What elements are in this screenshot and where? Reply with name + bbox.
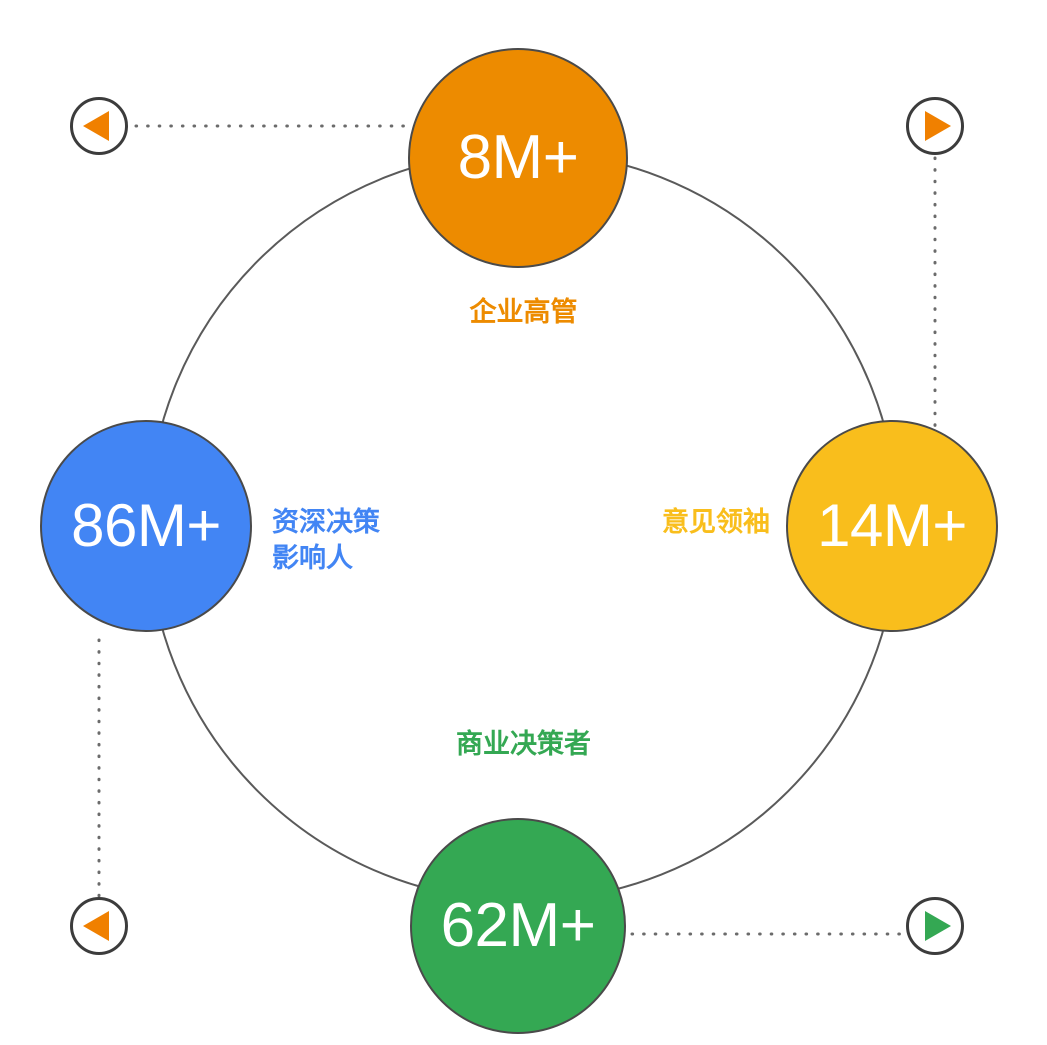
segment-bubble-opinion-leaders[interactable]: 14M+	[786, 420, 998, 632]
segment-value-business-decision-makers: 62M+	[440, 891, 596, 960]
segment-label-opinion-leaders: 意见领袖	[662, 507, 770, 537]
arrow-marker-top-left[interactable]	[70, 97, 128, 155]
segment-value-opinion-leaders: 14M+	[817, 492, 967, 559]
play-left-icon	[83, 111, 109, 141]
segment-label-executives: 企业高管	[469, 297, 578, 327]
play-left-icon	[83, 911, 109, 941]
segment-bubble-executives[interactable]: 8M+	[408, 48, 628, 268]
segment-bubble-business-decision-makers[interactable]: 62M+	[410, 818, 626, 1034]
play-right-icon	[925, 911, 951, 941]
arrow-marker-bottom-left[interactable]	[70, 897, 128, 955]
segment-bubble-senior-decision-influencers[interactable]: 86M+	[40, 420, 252, 632]
arrow-marker-top-right[interactable]	[906, 97, 964, 155]
segment-value-senior-decision-influencers: 86M+	[71, 492, 221, 559]
arrow-marker-bottom-right[interactable]	[906, 897, 964, 955]
segment-value-executives: 8M+	[457, 123, 579, 192]
segment-label-business-decision-makers: 商业决策者	[456, 729, 591, 759]
segment-label-senior-decision-influencers: 资深决策 影响人	[272, 507, 380, 573]
play-right-icon	[925, 111, 951, 141]
